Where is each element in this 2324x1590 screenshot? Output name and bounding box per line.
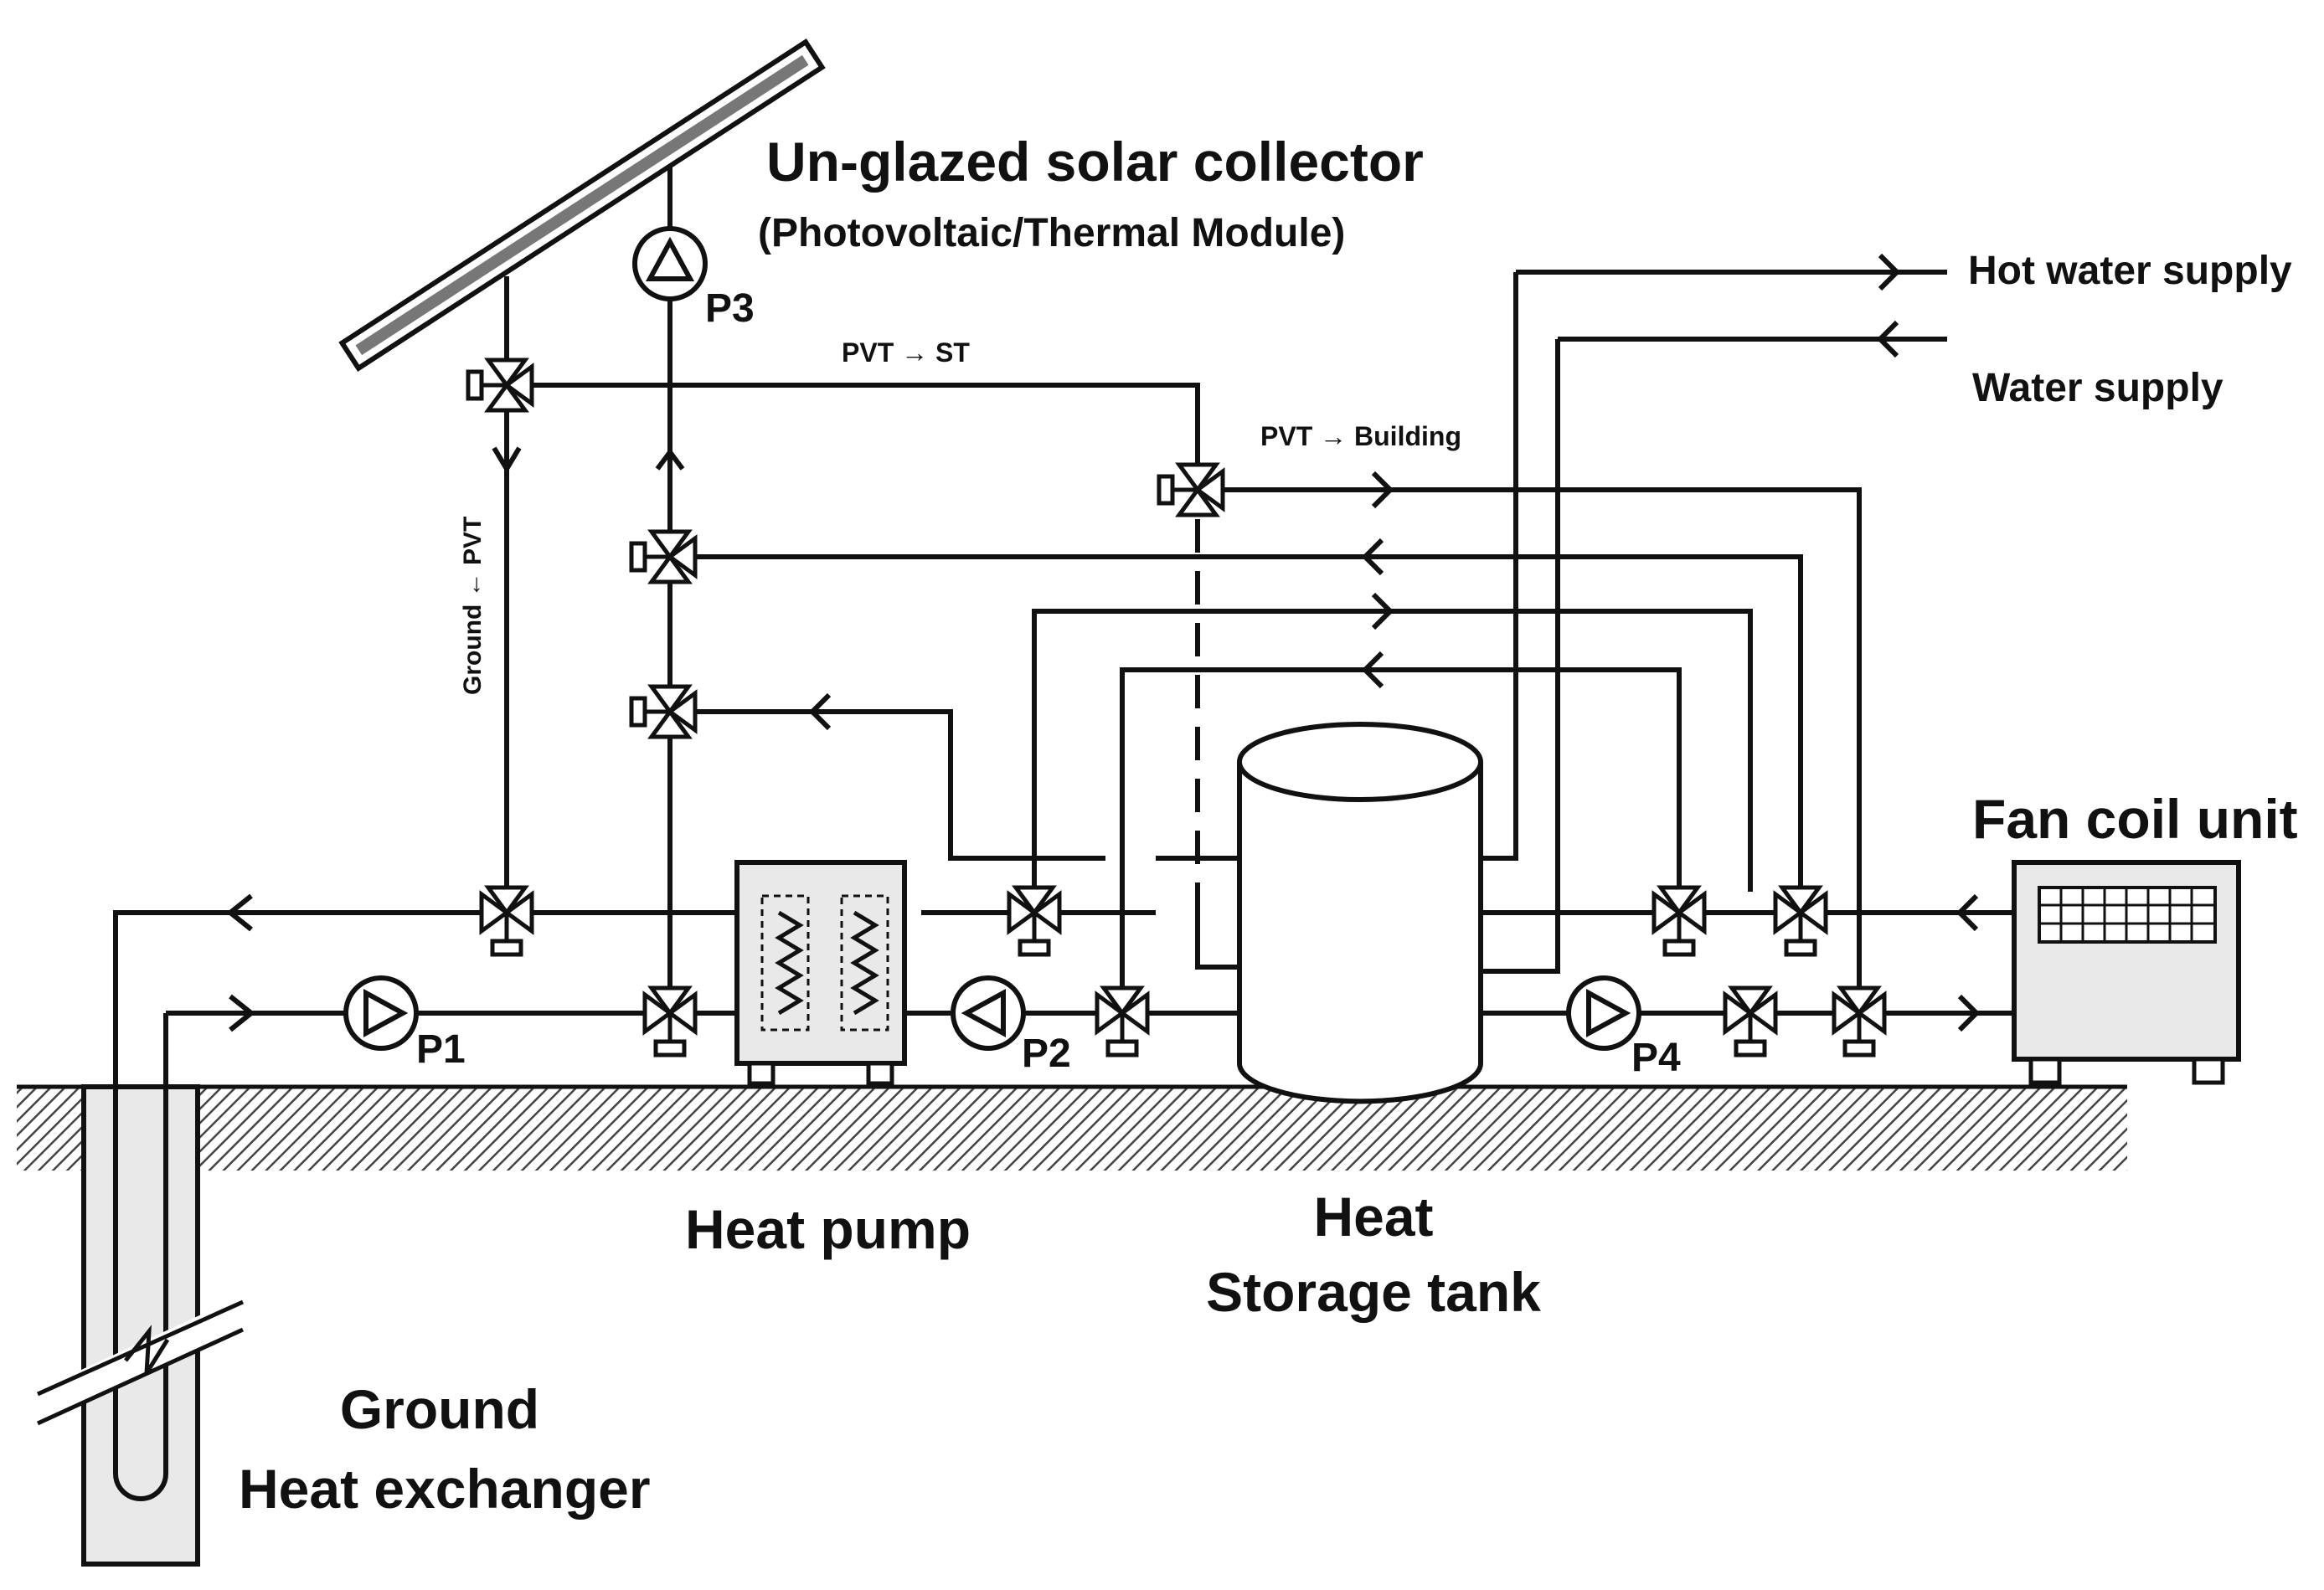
- three-way-valve-icon[interactable]: [645, 988, 695, 1055]
- three-way-valve-icon[interactable]: [1775, 888, 1826, 955]
- three-way-valve-icon[interactable]: [1097, 988, 1147, 1055]
- pump-icon[interactable]: [1566, 975, 1641, 1051]
- pump-icon[interactable]: [632, 226, 708, 301]
- fan-coil-unit-icon: [2012, 860, 2241, 1085]
- hot-water-supply-label: Hot water supply: [1968, 249, 2292, 293]
- heat-pump-label: Heat pump: [685, 1198, 971, 1260]
- borehole-icon: [36, 929, 245, 1567]
- ground-from-pvt-label: Ground ← PVT: [459, 516, 487, 695]
- three-way-valve-icon[interactable]: [1834, 988, 1884, 1055]
- pump-icon[interactable]: [951, 975, 1026, 1051]
- pump-label-p3: P3: [705, 286, 755, 331]
- pvt-to-st-label: PVT → ST: [842, 337, 970, 368]
- pump-label-p1: P1: [416, 1027, 466, 1072]
- collector-subtitle: (Photovoltaic/Thermal Module): [758, 211, 1346, 255]
- three-way-valve-icon[interactable]: [1725, 988, 1775, 1055]
- pvt-to-building-label: PVT → Building: [1260, 421, 1461, 451]
- pump-icon[interactable]: [343, 975, 419, 1051]
- three-way-valve-icon[interactable]: [1654, 888, 1704, 955]
- flow-arrow-return: [226, 893, 253, 932]
- solar-collector-icon: [338, 39, 826, 372]
- heat-pump-icon: [734, 860, 907, 1086]
- ground-hx-label-line1: Ground: [339, 1378, 540, 1440]
- storage-tank-label-line1: Heat: [1313, 1186, 1434, 1248]
- ground-hx-label-line2: Heat exchanger: [239, 1458, 651, 1520]
- fan-coil-unit-label: Fan coil unit: [1972, 788, 2298, 850]
- three-way-valve-icon[interactable]: [1009, 888, 1059, 955]
- pump-label-p4: P4: [1631, 1036, 1681, 1080]
- storage-tank-icon: [1237, 722, 1483, 1104]
- flow-arrows: [492, 253, 1981, 1032]
- collector-title: Un-glazed solar collector: [766, 131, 1424, 193]
- three-way-valve-icon[interactable]: [1159, 465, 1223, 515]
- storage-tank-label-line2: Storage tank: [1206, 1261, 1541, 1323]
- pump-label-p2: P2: [1022, 1032, 1071, 1076]
- three-way-valve-icon[interactable]: [468, 360, 532, 410]
- water-supply-label: Water supply: [1972, 366, 2224, 410]
- flow-arrow-supply: [229, 994, 255, 1032]
- three-way-valve-icon[interactable]: [631, 532, 695, 582]
- three-way-valve-icon[interactable]: [482, 888, 532, 955]
- three-way-valve-icon[interactable]: [631, 687, 695, 737]
- ground-surface: [17, 1087, 2127, 1171]
